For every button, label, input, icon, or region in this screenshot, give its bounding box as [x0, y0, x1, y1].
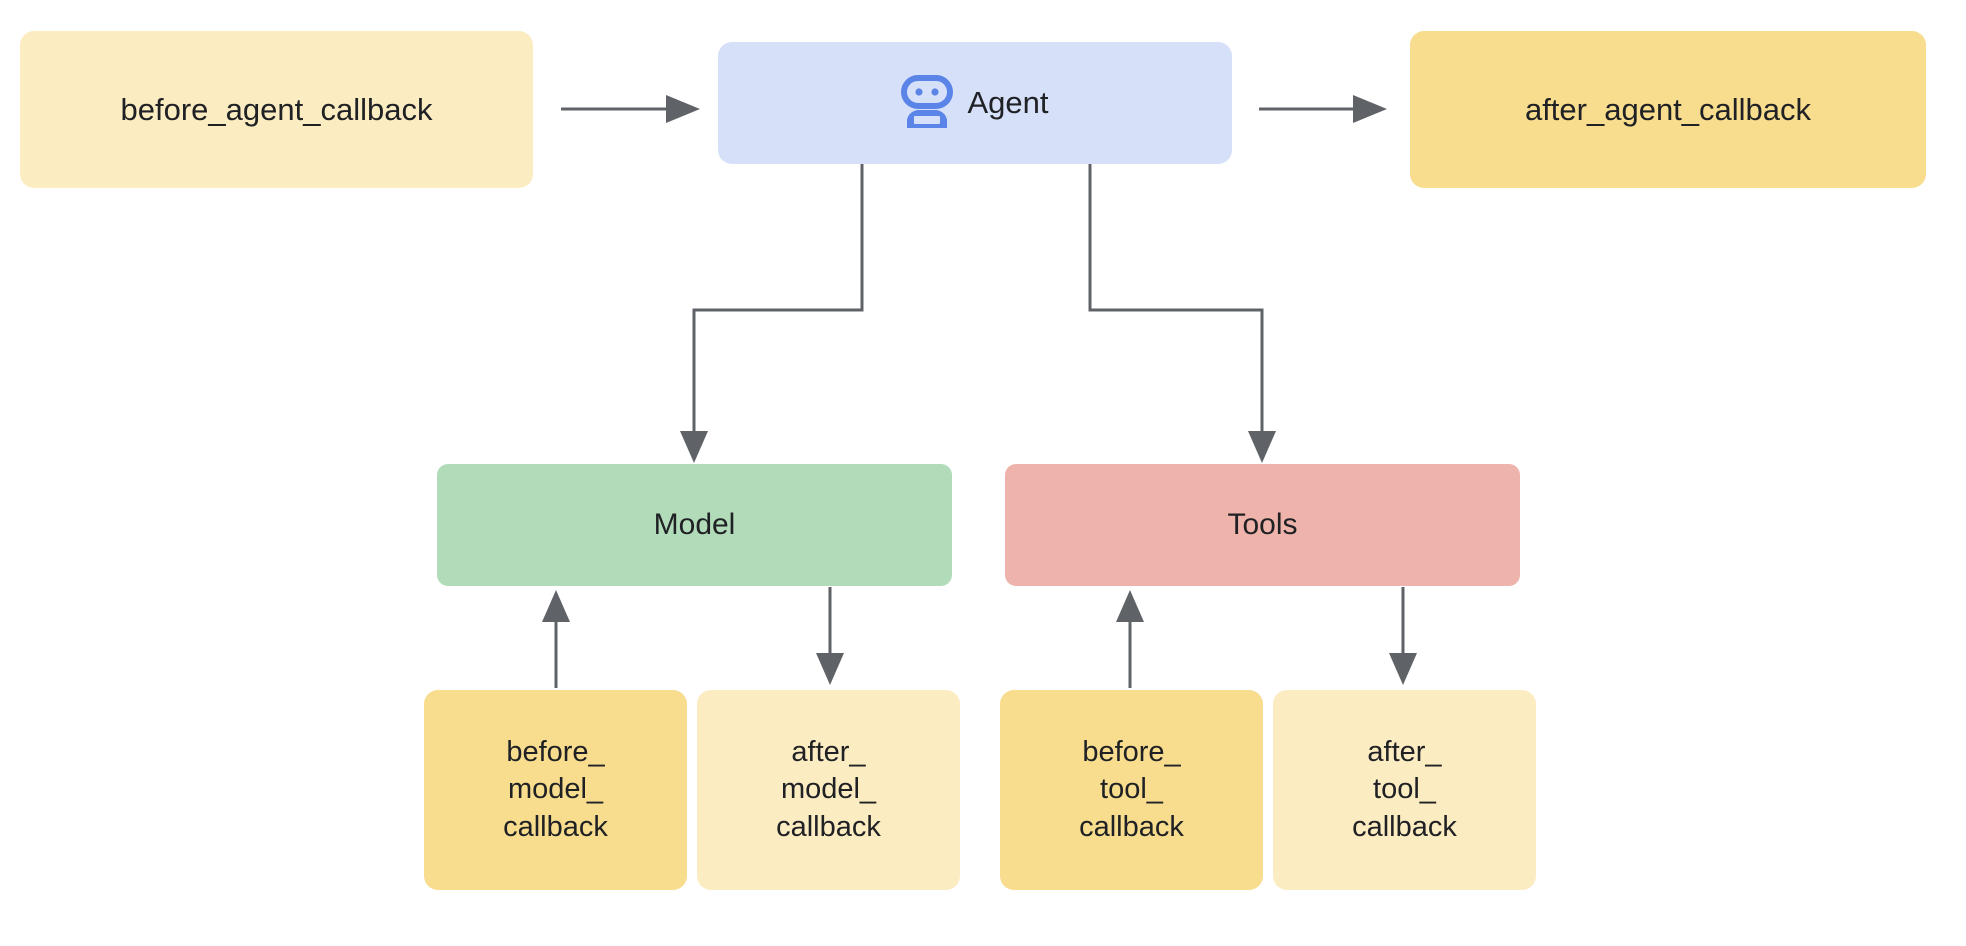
node-after-tool-callback[interactable]: after_ tool_ callback [1273, 690, 1536, 890]
edge-before-tool-to-tools [1116, 590, 1144, 688]
node-label: before_ model_ callback [503, 736, 608, 843]
node-before-tool-callback[interactable]: before_ tool_ callback [1000, 690, 1263, 890]
node-label: before_agent_callback [120, 91, 433, 127]
node-after-agent-callback[interactable]: after_agent_callback [1410, 31, 1926, 188]
edge-tools-to-after-tool [1389, 587, 1417, 685]
edge-agent-to-tools [1088, 164, 1276, 463]
node-agent[interactable]: Agent [718, 42, 1232, 164]
node-before-model-callback[interactable]: before_ model_ callback [424, 690, 687, 890]
edge-before-agent-to-agent [561, 95, 700, 123]
edge-model-to-after-model [816, 587, 844, 685]
node-label: Model [653, 507, 736, 541]
node-label: after_ tool_ callback [1352, 736, 1457, 843]
node-after-model-callback[interactable]: after_ model_ callback [697, 690, 960, 890]
node-label: before_ tool_ callback [1079, 736, 1184, 843]
node-label: Agent [967, 85, 1049, 121]
edge-agent-to-after-agent [1259, 95, 1387, 123]
edge-agent-to-model [680, 164, 864, 463]
node-tools[interactable]: Tools [1005, 464, 1520, 586]
node-label: Tools [1227, 507, 1298, 541]
node-label: after_agent_callback [1524, 91, 1812, 127]
edge-before-model-to-model [542, 590, 570, 688]
robot-icon [901, 75, 954, 128]
node-model[interactable]: Model [437, 464, 952, 586]
node-label: after_ model_ callback [776, 736, 881, 843]
node-before-agent-callback[interactable]: before_agent_callback [20, 31, 533, 188]
